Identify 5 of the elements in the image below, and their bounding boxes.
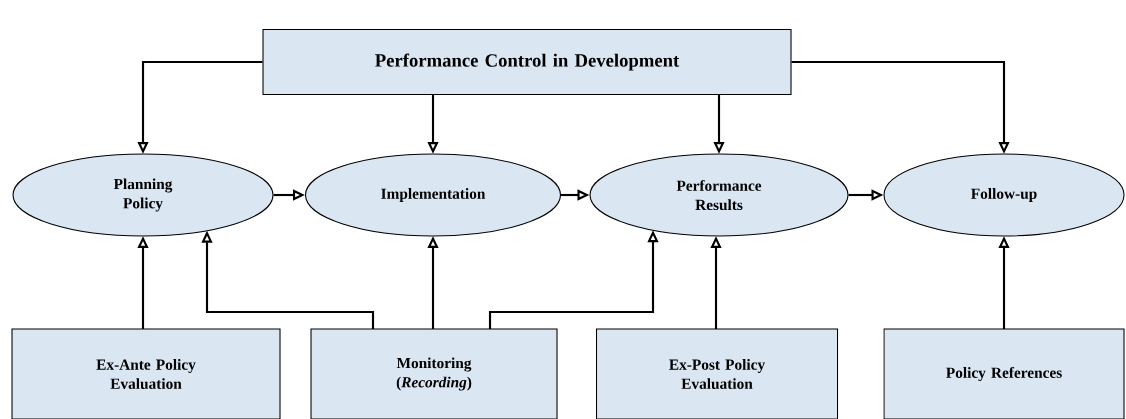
process-box: Performance Control in Development [262, 28, 792, 96]
process-box: Ex-Post Policy Evaluation [595, 328, 839, 419]
process-box: Ex-Ante Policy Evaluation [11, 328, 281, 419]
process-box: Monitoring (Recording) [310, 328, 558, 419]
process-box: Policy References [883, 328, 1125, 419]
